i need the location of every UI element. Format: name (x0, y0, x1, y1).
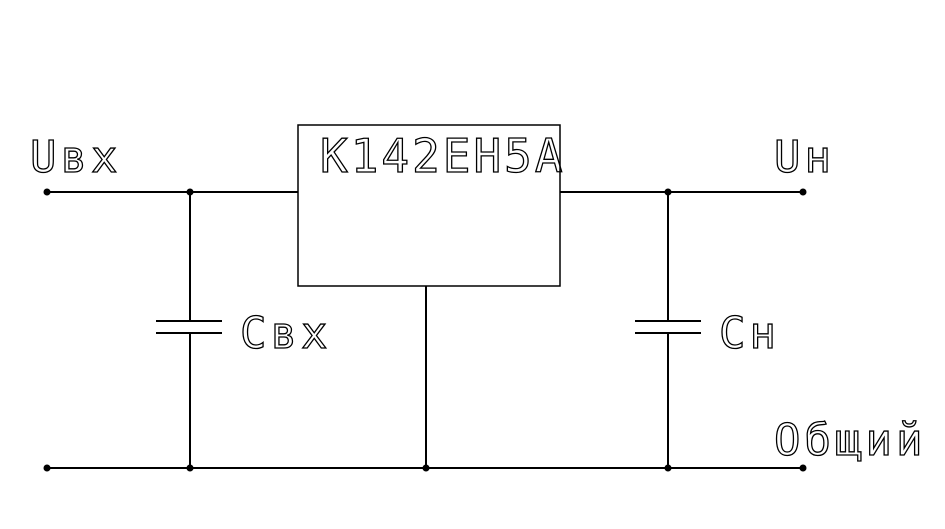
common-left-terminal-dot (43, 464, 51, 472)
common-right-terminal-dot (799, 464, 807, 472)
input-terminal-dot (43, 188, 51, 196)
common-label: Общий (774, 415, 926, 466)
common-chip-junction-dot (422, 464, 430, 472)
output-terminal-dot (799, 188, 807, 196)
input-junction-dot (186, 188, 194, 196)
output-capacitor-label: Сн (719, 308, 780, 359)
input-capacitor (156, 192, 222, 468)
input-voltage-label: Uвх (30, 132, 121, 183)
regulator-chip (297, 124, 561, 287)
output-voltage-label: Uн (774, 132, 835, 183)
output-junction-dot (664, 188, 672, 196)
chip-label: К142ЕН5А (320, 129, 566, 183)
output-capacitor (635, 192, 701, 468)
common-input-cap-junction-dot (186, 464, 194, 472)
common-output-cap-junction-dot (664, 464, 672, 472)
input-capacitor-label: Свх (240, 308, 331, 359)
